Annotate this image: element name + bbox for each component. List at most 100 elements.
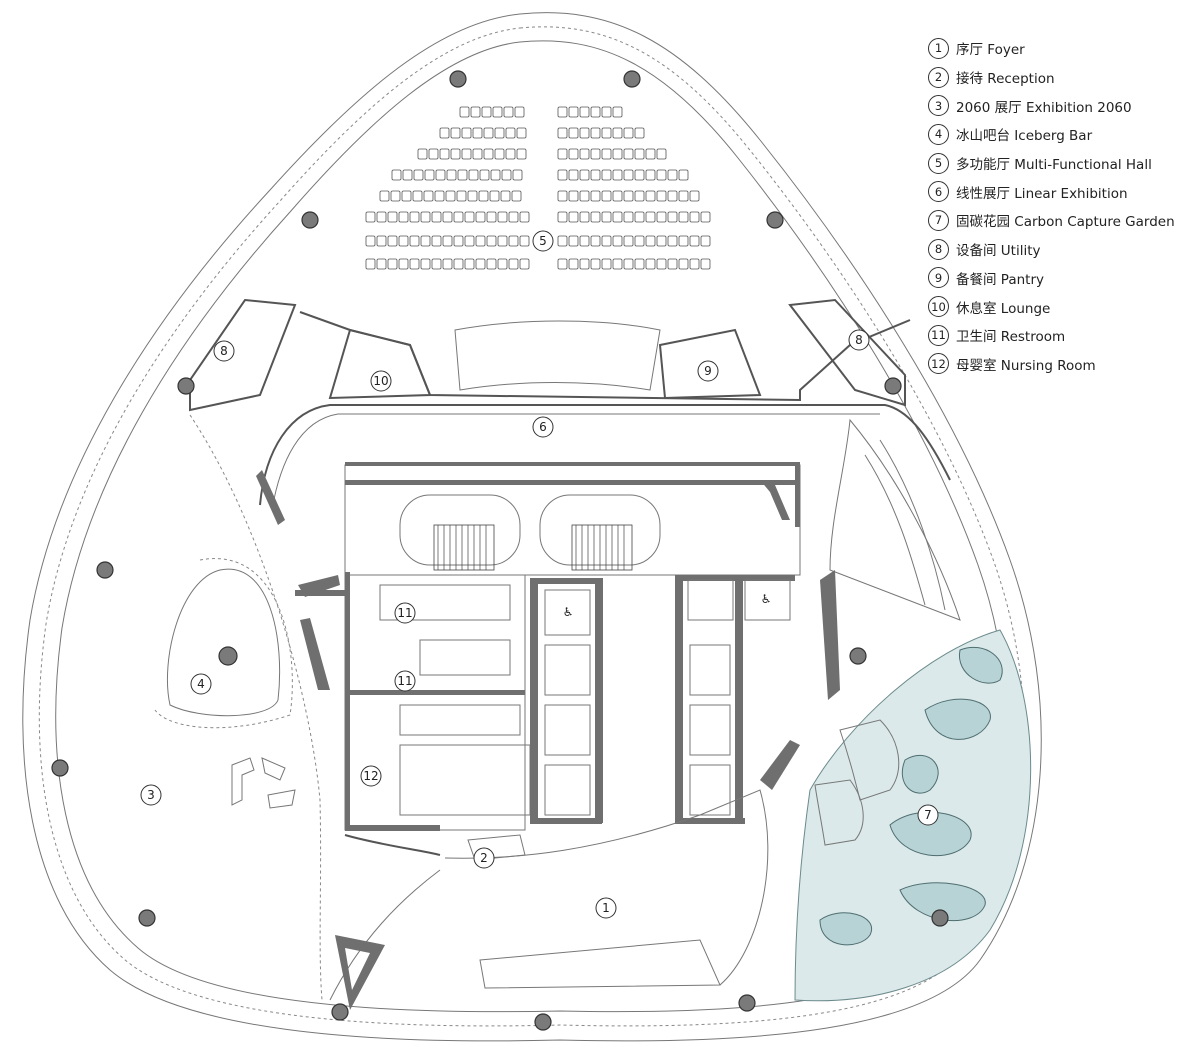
seat xyxy=(601,190,612,202)
pantry-room xyxy=(658,328,762,400)
seat xyxy=(656,258,667,270)
seat xyxy=(486,235,497,247)
seat xyxy=(700,211,711,223)
seat xyxy=(601,148,612,160)
seat xyxy=(439,127,450,139)
svg-text:♿: ♿ xyxy=(761,592,772,606)
seat xyxy=(568,106,579,118)
seat xyxy=(486,258,497,270)
plan-label-exhibition: 3 xyxy=(140,784,162,806)
svg-text:3: 3 xyxy=(147,788,155,802)
seat xyxy=(450,148,461,160)
svg-text:12: 12 xyxy=(363,769,378,783)
seat xyxy=(557,148,568,160)
seat xyxy=(500,190,511,202)
seat xyxy=(503,106,514,118)
seat xyxy=(568,258,579,270)
seat xyxy=(590,148,601,160)
seat xyxy=(612,258,623,270)
seat xyxy=(497,258,508,270)
seat xyxy=(519,258,530,270)
seat xyxy=(387,211,398,223)
lounge-room xyxy=(328,328,432,400)
svg-text:2: 2 xyxy=(480,851,488,865)
seat xyxy=(464,235,475,247)
seat xyxy=(497,235,508,247)
seat xyxy=(409,258,420,270)
legend-number: 4 xyxy=(928,123,949,145)
legend-number: 6 xyxy=(928,181,949,203)
stair-left xyxy=(399,494,521,566)
seat xyxy=(612,169,623,181)
seat xyxy=(516,127,527,139)
seat xyxy=(409,235,420,247)
seat xyxy=(475,235,486,247)
legend-number: 8 xyxy=(928,238,949,260)
seat xyxy=(689,190,700,202)
seat xyxy=(568,211,579,223)
seat xyxy=(434,190,445,202)
seat xyxy=(700,235,711,247)
seat xyxy=(511,190,522,202)
seat xyxy=(387,235,398,247)
seat xyxy=(557,235,568,247)
plan-label-garden: 7 xyxy=(917,804,939,826)
seat xyxy=(439,148,450,160)
seat xyxy=(445,190,456,202)
seat xyxy=(453,258,464,270)
seat xyxy=(442,235,453,247)
seat xyxy=(645,211,656,223)
seat xyxy=(435,169,446,181)
seat xyxy=(497,211,508,223)
seat xyxy=(667,211,678,223)
legend-number: 11 xyxy=(928,324,949,346)
seat xyxy=(423,190,434,202)
seat xyxy=(376,258,387,270)
seat xyxy=(590,258,601,270)
plan-label-utility-left: 8 xyxy=(213,340,235,362)
seat xyxy=(450,127,461,139)
seat xyxy=(634,127,645,139)
seat xyxy=(483,148,494,160)
linear-band-inner xyxy=(271,413,880,511)
seat xyxy=(634,169,645,181)
seat xyxy=(456,190,467,202)
seat xyxy=(461,127,472,139)
seat xyxy=(557,190,568,202)
seat xyxy=(667,169,678,181)
legend-text: 备餐间 Pantry xyxy=(956,271,1044,288)
seat xyxy=(612,148,623,160)
seat xyxy=(413,169,424,181)
seat xyxy=(678,211,689,223)
legend-text: 设备间 Utility xyxy=(956,243,1041,260)
seat xyxy=(431,211,442,223)
seat xyxy=(461,148,472,160)
legend-text: 2060 展厅 Exhibition 2060 xyxy=(956,99,1132,116)
seat xyxy=(365,235,376,247)
seat xyxy=(590,169,601,181)
seat xyxy=(656,211,667,223)
seat xyxy=(601,106,612,118)
seat xyxy=(568,235,579,247)
seat xyxy=(457,169,468,181)
seat xyxy=(490,169,501,181)
seat xyxy=(483,127,494,139)
seat xyxy=(590,235,601,247)
seat xyxy=(519,211,530,223)
legend-number: 12 xyxy=(928,353,949,375)
plan-label-nursing: 12 xyxy=(360,765,382,787)
seat xyxy=(612,190,623,202)
seat xyxy=(468,169,479,181)
seat xyxy=(486,211,497,223)
seat xyxy=(656,169,667,181)
seat xyxy=(470,106,481,118)
seat xyxy=(376,235,387,247)
seat xyxy=(645,190,656,202)
seat xyxy=(645,258,656,270)
